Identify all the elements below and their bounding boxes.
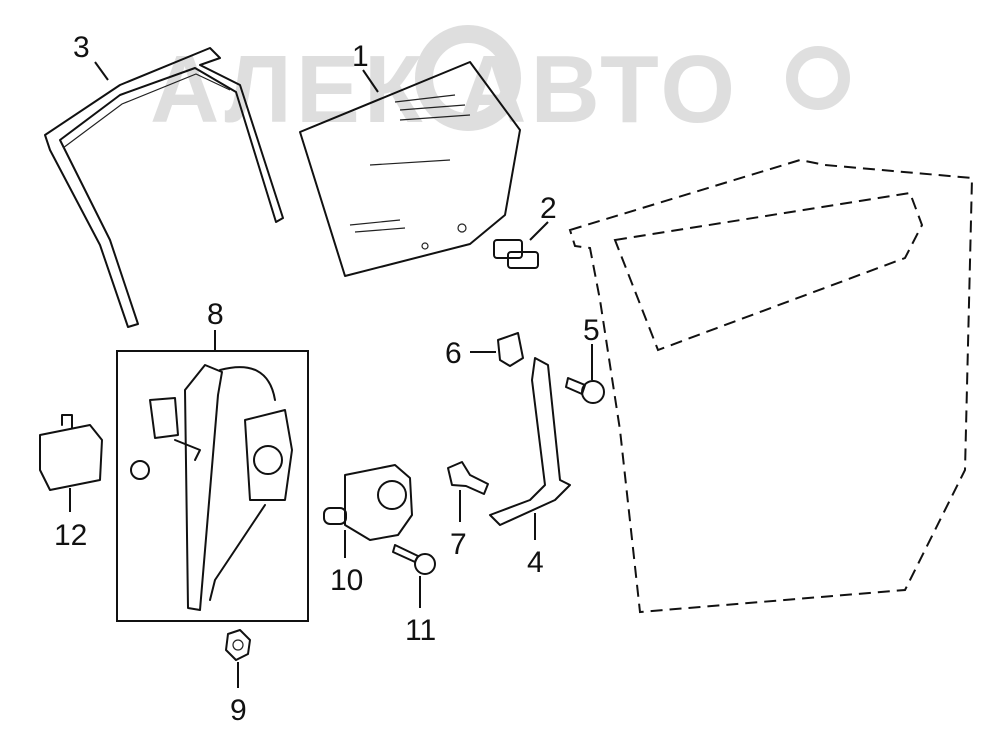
callout-6: 6 xyxy=(445,337,462,370)
callout-8: 8 xyxy=(207,298,224,331)
part-regulator xyxy=(116,350,309,622)
part-run-channel xyxy=(44,47,284,328)
callout-2: 2 xyxy=(540,192,557,225)
part-bolt-7 xyxy=(447,461,489,495)
callout-10: 10 xyxy=(330,564,363,597)
callout-3: 3 xyxy=(73,31,90,64)
watermark-ring-icon xyxy=(786,46,850,110)
part-module xyxy=(39,414,103,491)
callout-labels: 1 3 2 8 6 5 4 7 10 11 9 12 xyxy=(54,31,600,727)
part-nut xyxy=(225,629,251,661)
watermark-gear-icon xyxy=(415,25,521,131)
callout-1: 1 xyxy=(352,40,369,73)
part-motor xyxy=(323,464,413,541)
part-bolt-11 xyxy=(392,544,436,575)
callout-5: 5 xyxy=(583,314,600,347)
door-outline xyxy=(568,158,974,614)
leader-lines xyxy=(69,61,593,688)
part-guide-rail xyxy=(489,357,571,526)
part-clip xyxy=(493,239,539,269)
callout-11: 11 xyxy=(405,614,436,647)
part-bolt-5 xyxy=(565,377,605,404)
callout-12: 12 xyxy=(54,519,87,552)
part-glass xyxy=(299,61,521,277)
callout-4: 4 xyxy=(527,546,544,579)
part-small-clip xyxy=(497,332,524,367)
watermark: АЛЕК АВТО xyxy=(150,25,850,143)
callout-9: 9 xyxy=(230,694,247,727)
regulator-box xyxy=(116,350,309,622)
watermark-text: АЛЕК АВТО xyxy=(150,36,739,143)
callout-7: 7 xyxy=(450,528,467,561)
